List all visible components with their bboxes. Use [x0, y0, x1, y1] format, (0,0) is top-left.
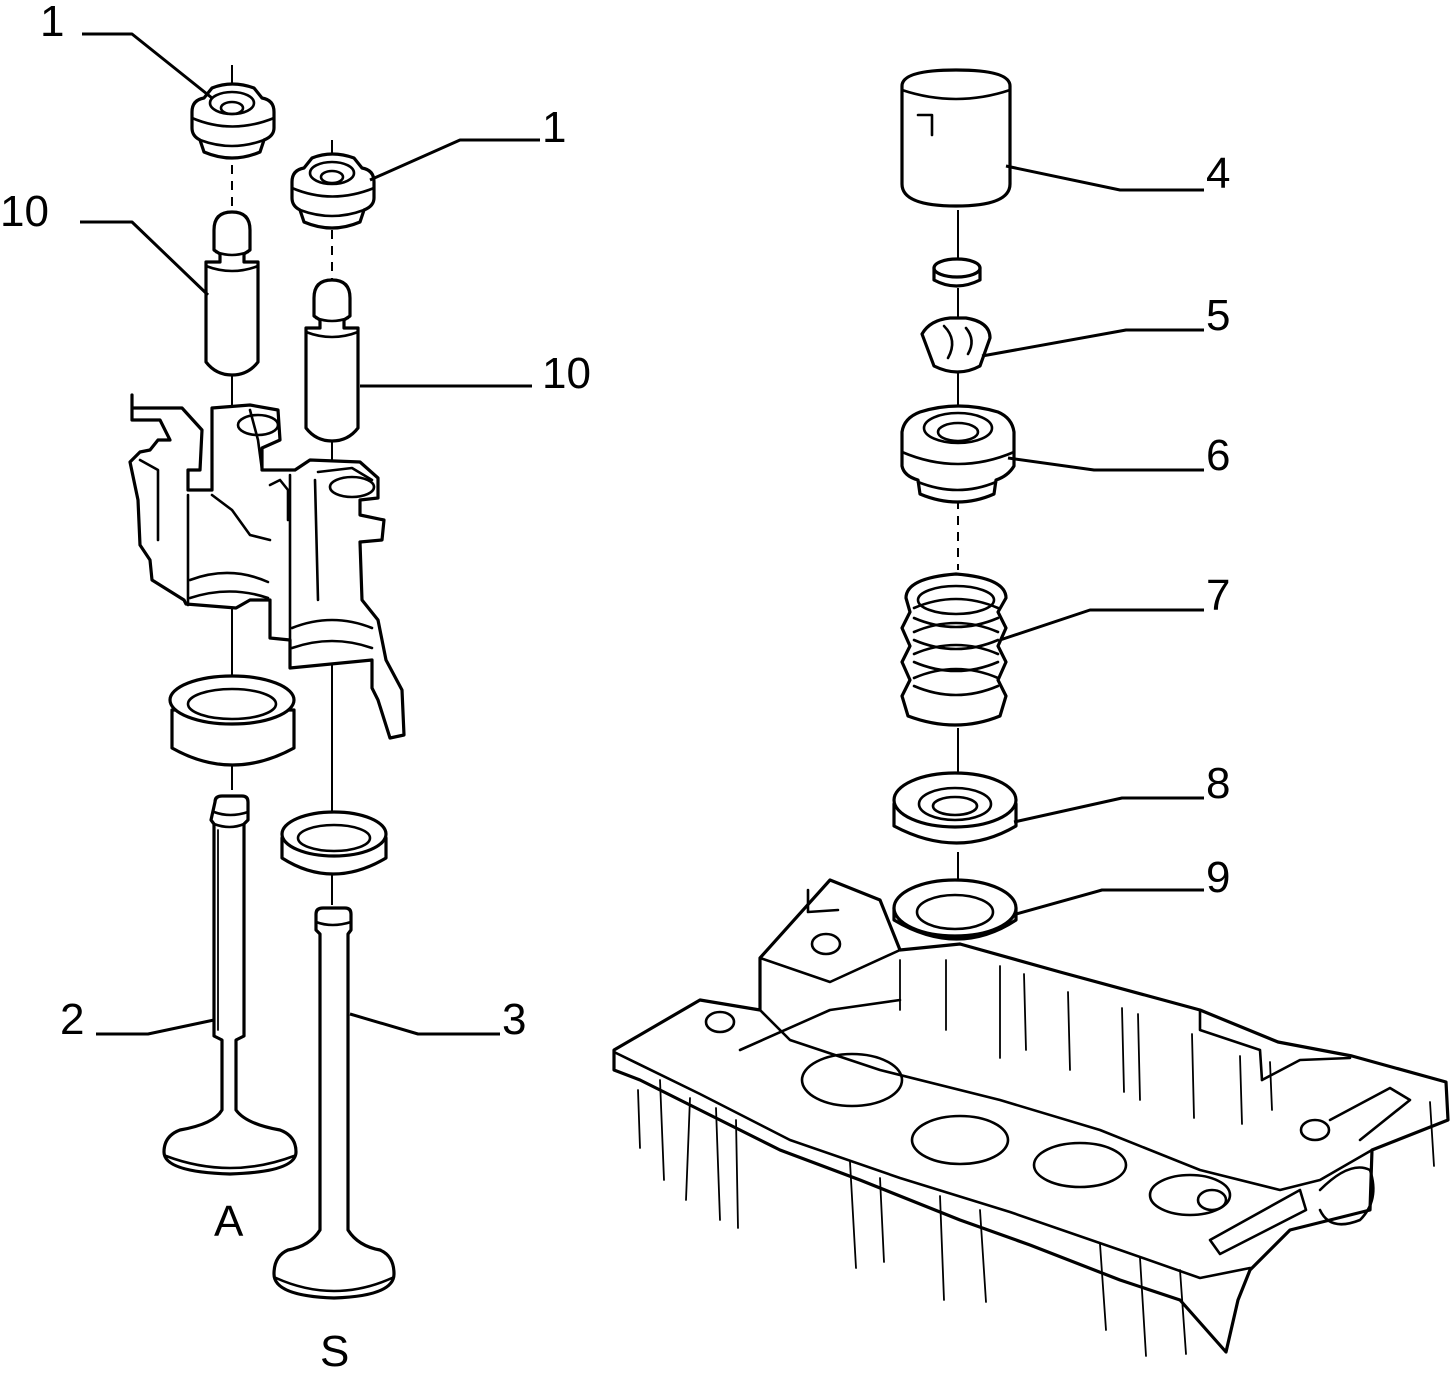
valve-cap-left — [190, 82, 276, 160]
tappet-bucket — [900, 68, 1012, 208]
callout-9: 9 — [1206, 853, 1230, 902]
exhaust-valve — [272, 906, 396, 1300]
valve-cap-right — [290, 152, 376, 230]
callout-6: 6 — [1206, 431, 1230, 480]
valve-stem-seal-washer — [892, 878, 1018, 941]
cylinder-head-cutaway — [128, 393, 406, 740]
callout-5: 5 — [1206, 291, 1230, 340]
valve-seat-ring-right — [280, 810, 388, 876]
spring-retainer — [900, 404, 1016, 504]
intake-valve — [162, 794, 298, 1176]
valve-collets — [920, 316, 992, 374]
valve-seat-ring-left — [168, 674, 296, 767]
callout-10-left: 10 — [0, 187, 49, 236]
callout-3: 3 — [502, 995, 526, 1044]
callout-2: 2 — [60, 995, 84, 1044]
right-assembly: 4 5 6 7 8 9 — [612, 68, 1450, 1357]
valve-guide-right — [304, 278, 360, 443]
callout-4: 4 — [1206, 149, 1230, 198]
callout-7: 7 — [1206, 571, 1230, 620]
callout-10-right: 10 — [542, 349, 591, 398]
cylinder-head-block — [612, 878, 1450, 1357]
callout-1-right: 1 — [542, 103, 566, 152]
left-assembly: 1 1 10 10 2 3 A S — [0, 0, 591, 1376]
valve-spring — [900, 572, 1008, 727]
callout-1-left: 1 — [40, 0, 64, 46]
callout-8: 8 — [1206, 759, 1230, 808]
valve-letter-a: A — [214, 1197, 244, 1246]
shim-disc — [932, 257, 982, 288]
valve-letter-s: S — [320, 1327, 349, 1376]
valve-guide-left — [204, 210, 260, 377]
lower-spring-seat — [892, 771, 1018, 845]
